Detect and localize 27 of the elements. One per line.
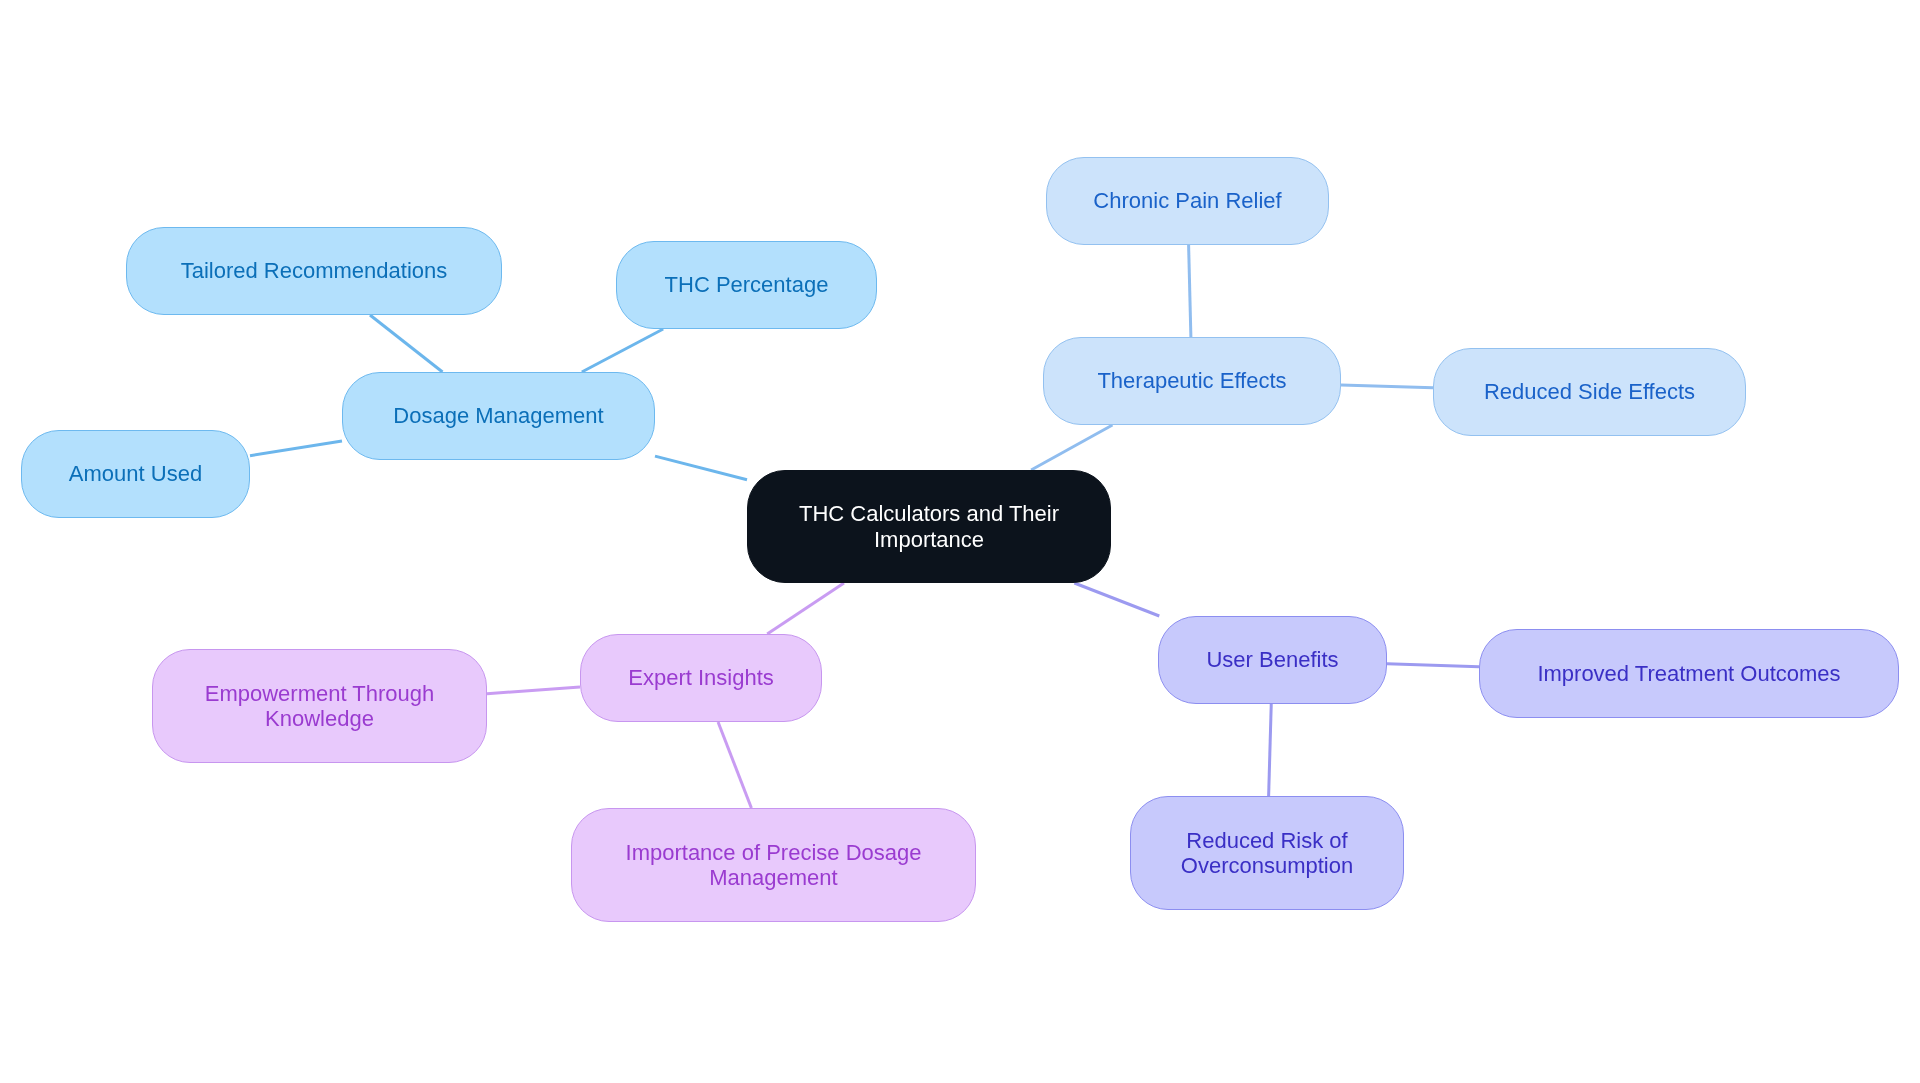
topic-box: Amount Used <box>21 430 250 518</box>
connector-line <box>1187 244 1193 338</box>
connector-line <box>369 313 444 374</box>
topic-box: Chronic Pain Relief <box>1046 157 1329 245</box>
connector-line <box>654 454 748 482</box>
connector-line <box>1267 703 1273 797</box>
central-topic-box: THC Calculators and Their Importance <box>747 470 1111 583</box>
connector-line <box>486 685 581 696</box>
topic-box: Expert Insights <box>580 634 822 722</box>
topic-box: Tailored Recommendations <box>126 227 502 315</box>
topic-box: THC Percentage <box>616 241 877 329</box>
connector-line <box>1073 581 1160 618</box>
topic-box: Empowerment Through Knowledge <box>152 649 487 763</box>
connector-line <box>1386 662 1480 669</box>
connector-line <box>581 327 664 374</box>
topic-box: Improved Treatment Outcomes <box>1479 629 1899 718</box>
connector-line <box>249 439 343 458</box>
connector-line <box>1030 423 1114 472</box>
connector-line <box>1340 383 1434 390</box>
topic-box: User Benefits <box>1158 616 1387 704</box>
connector-line <box>716 721 753 809</box>
connector-line <box>766 581 845 636</box>
topic-box: Importance of Precise Dosage Management <box>571 808 976 922</box>
topic-box: Therapeutic Effects <box>1043 337 1341 425</box>
topic-box: Reduced Side Effects <box>1433 348 1746 436</box>
topic-box: Reduced Risk of Overconsumption <box>1130 796 1404 910</box>
topic-box: Dosage Management <box>342 372 655 460</box>
